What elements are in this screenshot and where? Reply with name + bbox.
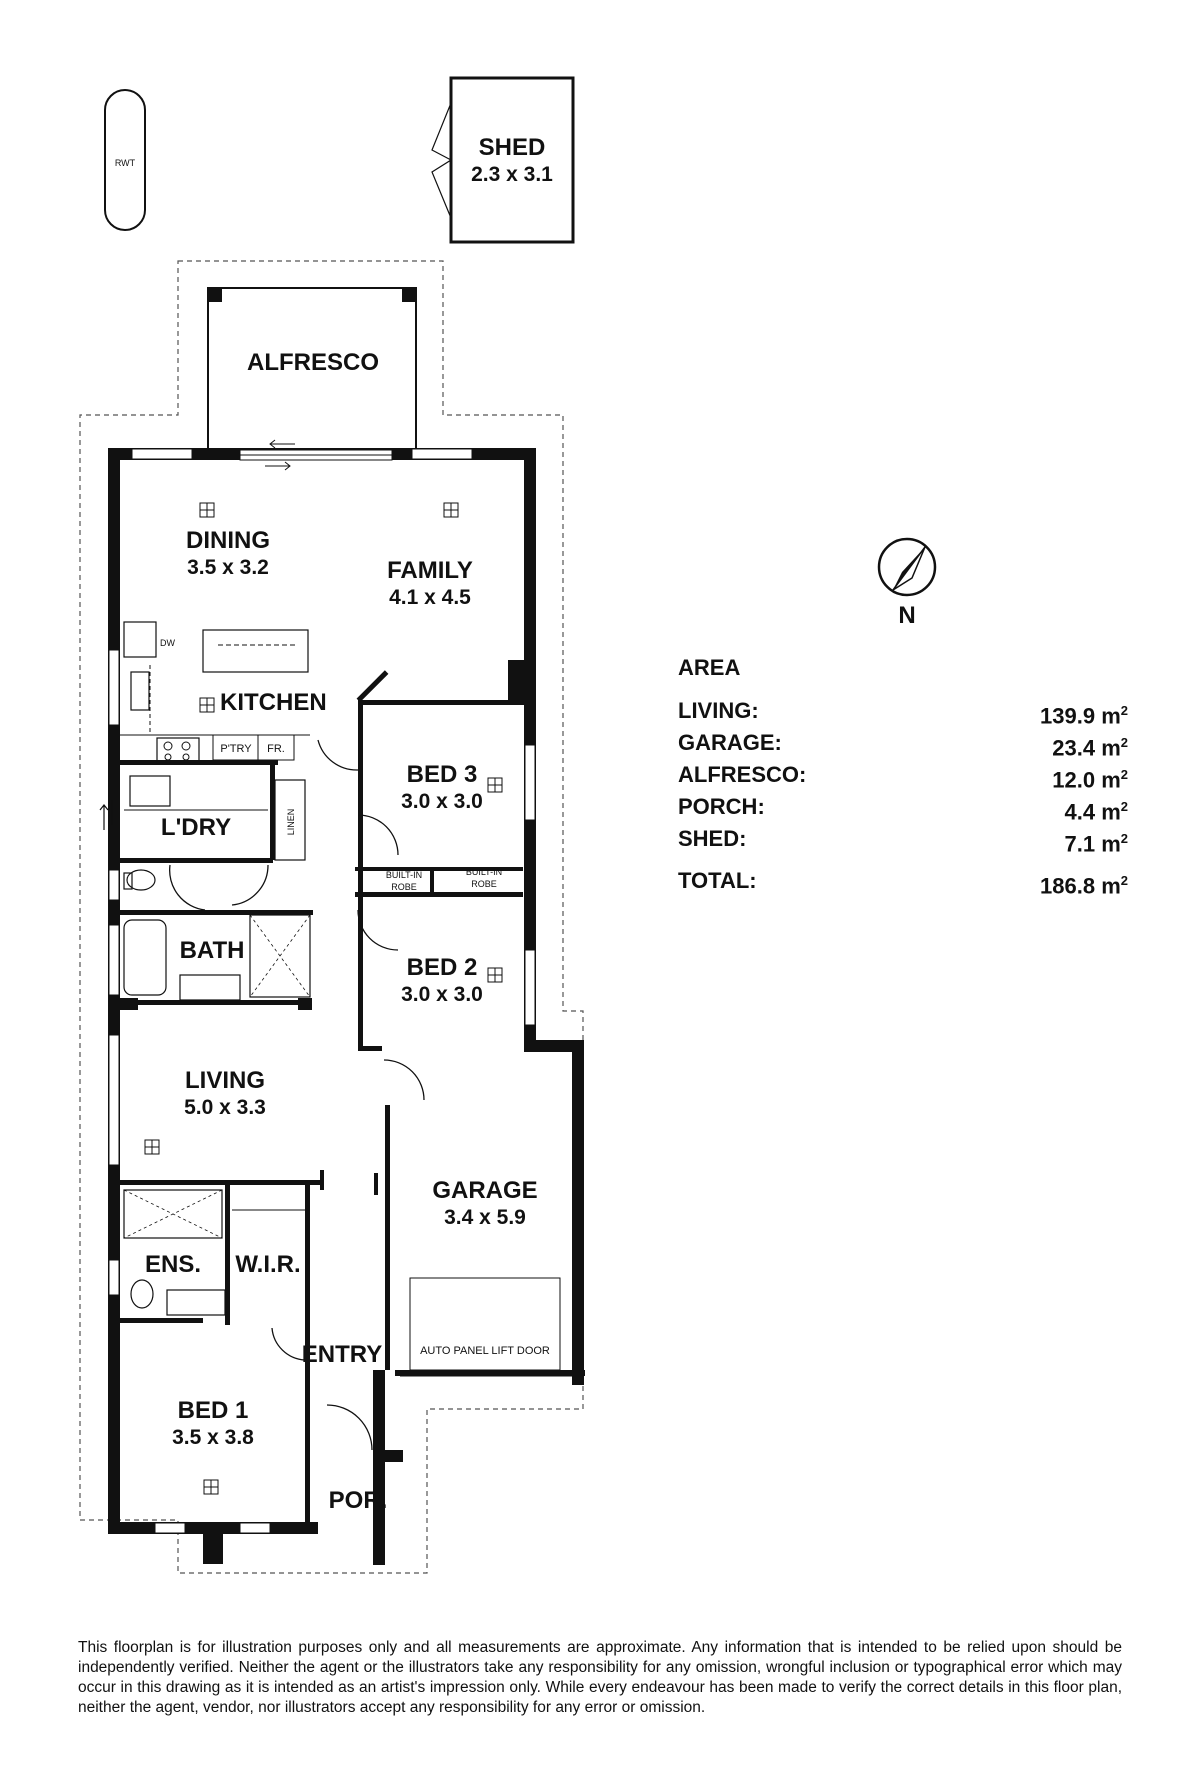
shed-door-icon [431,102,453,219]
wir-name: W.I.R. [235,1251,300,1278]
bed2-dims: 3.0 x 3.0 [401,983,483,1006]
area-row-label: ALFRESCO: [678,762,807,787]
laundry-door-icon [99,800,113,830]
entry-name: ENTRY [302,1341,382,1368]
fridge-label: FR. [267,743,285,755]
light-fittings [144,502,503,1495]
shower [249,914,311,998]
disclaimer-text: This floorplan is for illustration purpo… [78,1639,1122,1716]
linen-label: LINEN [286,809,296,836]
area-total-label: TOTAL: [678,868,757,893]
bath-vanity [179,974,241,1001]
pantry-label: P'TRY [220,743,252,755]
toilet [126,869,156,891]
linen-cupboard [274,779,306,861]
bed1-name: BED 1 [178,1397,249,1424]
living-name: LIVING [185,1067,265,1094]
dishwasher [123,621,157,658]
area-row-label: SHED: [678,826,747,851]
area-row: SHED: 7.1 m2 [678,823,1129,857]
area-row-value: 7.1 m2 [1064,831,1129,857]
windows [108,448,536,1534]
dining-dims: 3.5 x 3.2 [187,556,269,579]
site-boundary [79,260,584,1574]
bathtub [123,919,167,996]
robe1-line2: ROBE [391,882,417,892]
garage-name: GARAGE [432,1177,537,1204]
area-row: LIVING: 139.9 m2 [678,695,1128,729]
interior-walls [118,670,585,1523]
compass-north-label: N [898,602,915,629]
area-row-label: LIVING: [678,698,759,723]
door-swings [169,739,425,1451]
kitchen-sink [130,671,150,711]
area-row-label: GARAGE: [678,730,782,755]
area-row-value: 4.4 m2 [1064,799,1129,825]
bed3-name: BED 3 [407,761,478,788]
alfresco-name: ALFRESCO [247,349,379,376]
area-row: ALFRESCO: 12.0 m2 [678,759,1128,793]
dining-name: DINING [186,527,270,554]
dw-label: DW [160,638,175,648]
porch-name: POR. [329,1487,388,1514]
ensuite-toilet [130,1279,154,1309]
bed2-name: BED 2 [407,954,478,981]
family-dims: 4.1 x 4.5 [389,586,471,609]
rwt-label: RWT [115,158,136,168]
area-total-value: 186.8 m2 [1040,873,1128,899]
area-row: GARAGE: 23.4 m2 [678,727,1128,761]
alfresco [207,287,417,448]
ensuite-name: ENS. [145,1251,201,1278]
area-title: AREA [678,655,741,680]
robe1-line1: BUILT-IN [386,870,422,880]
stovetop [156,737,200,764]
ensuite-shower [123,1189,223,1239]
bed1-dims: 3.5 x 3.8 [172,1426,254,1449]
kitchen-name: KITCHEN [220,689,327,716]
bed3-dims: 3.0 x 3.0 [401,790,483,813]
compass-icon [877,537,937,597]
area-total-row: TOTAL: 186.8 m2 [678,865,1128,899]
area-row-value: 139.9 m2 [1040,703,1128,729]
area-schedule: AREA LIVING: 139.9 m2 GARAGE: 23.4 m2 AL… [678,655,1129,899]
laundry-tub [129,775,171,807]
rainwater-tank [104,89,146,231]
living-dims: 5.0 x 3.3 [184,1096,266,1119]
bath-name: BATH [180,937,245,964]
area-row-label: PORCH: [678,794,765,819]
garage-door-label: AUTO PANEL LIFT DOOR [420,1345,550,1357]
garage-dims: 3.4 x 5.9 [444,1206,526,1229]
area-row-value: 12.0 m2 [1052,767,1128,793]
laundry-name: L'DRY [161,814,231,841]
ensuite-vanity [166,1289,226,1316]
shed-name: SHED [479,134,546,161]
robe2-line2: ROBE [471,879,497,889]
area-row-value: 23.4 m2 [1052,735,1128,761]
kitchen-island [202,629,309,673]
garage-door[interactable] [409,1277,561,1371]
robe2-line1: BUILT-IN [466,867,502,877]
area-row: PORCH: 4.4 m2 [678,791,1129,825]
shed-dims: 2.3 x 3.1 [471,163,553,186]
family-name: FAMILY [387,557,473,584]
